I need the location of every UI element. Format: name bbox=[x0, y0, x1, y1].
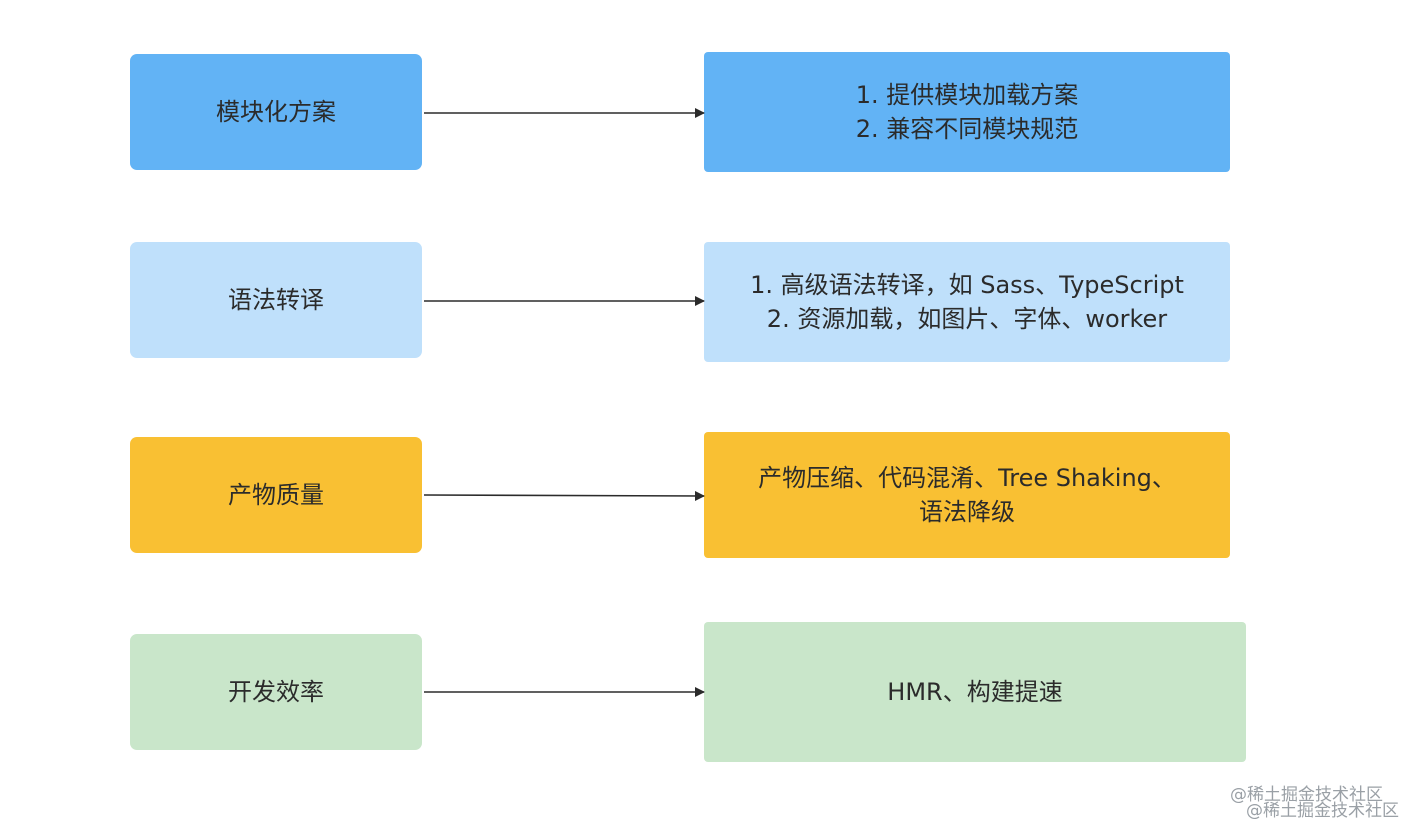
category-label-syntax: 语法转译 bbox=[228, 286, 324, 314]
description-box-output: 产物压缩、代码混淆、Tree Shaking、 语法降级 bbox=[704, 432, 1230, 558]
description-line: 1. 高级语法转译，如 Sass、TypeScript bbox=[750, 271, 1184, 299]
description-box-dev: HMR、构建提速 bbox=[704, 622, 1246, 762]
category-label-dev: 开发效率 bbox=[228, 678, 324, 706]
connector-arrow-output bbox=[423, 490, 705, 501]
description-line: 语法降级 bbox=[919, 498, 1015, 526]
category-label-module: 模块化方案 bbox=[216, 98, 336, 126]
description-box-module: 1. 提供模块加载方案 2. 兼容不同模块规范 bbox=[704, 52, 1230, 172]
description-line: HMR、构建提速 bbox=[887, 678, 1063, 706]
category-box-syntax: 语法转译 bbox=[130, 242, 422, 358]
watermark-text: @稀土掘金技术社区 bbox=[1230, 785, 1383, 805]
category-box-output: 产物质量 bbox=[130, 437, 422, 553]
description-box-syntax: 1. 高级语法转译，如 Sass、TypeScript 2. 资源加载，如图片、… bbox=[704, 242, 1230, 362]
watermark-text-shadow: @稀土掘金技术社区 bbox=[1246, 801, 1399, 821]
description-line: 产物压缩、代码混淆、Tree Shaking、 bbox=[758, 464, 1176, 492]
category-box-module: 模块化方案 bbox=[130, 54, 422, 170]
description-line: 1. 提供模块加载方案 bbox=[855, 81, 1079, 109]
category-label-output: 产物质量 bbox=[228, 481, 324, 509]
description-line: 2. 资源加载，如图片、字体、worker bbox=[766, 305, 1168, 333]
description-line: 2. 兼容不同模块规范 bbox=[855, 115, 1079, 143]
category-box-dev: 开发效率 bbox=[130, 634, 422, 750]
